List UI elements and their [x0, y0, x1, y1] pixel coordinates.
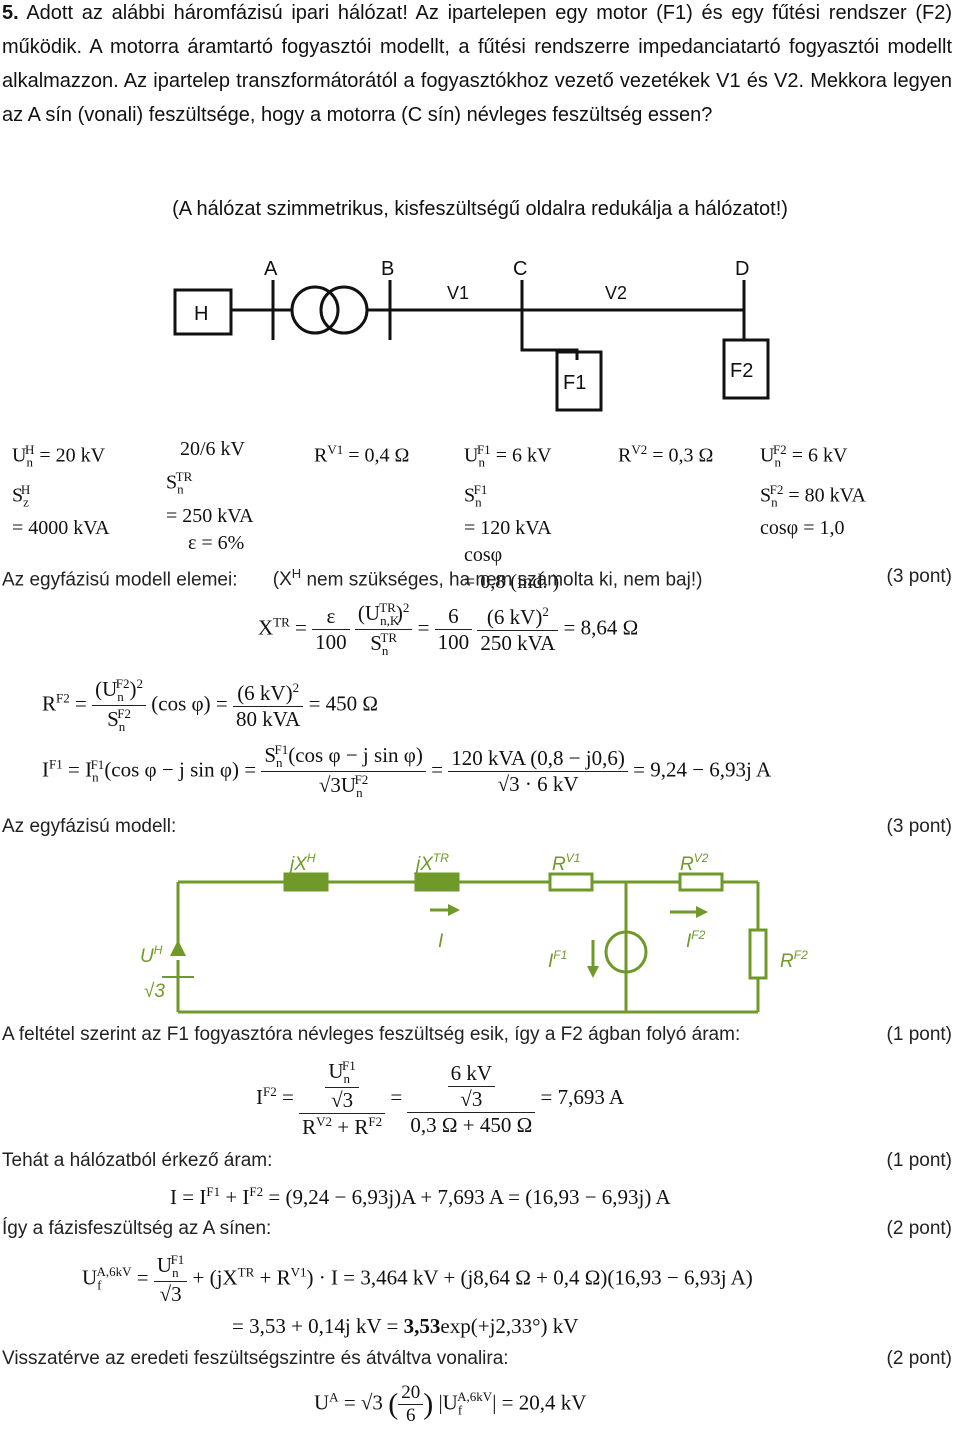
param-heater-f2: UnF2 = 6 kV SnF2 = 80 kVA cosφ = 1,0 [760, 442, 866, 540]
label-rv2: RV2 [680, 852, 709, 875]
problem-number: 5. [2, 2, 19, 24]
label-uh: UH [140, 943, 163, 967]
resistor-rv1 [548, 872, 594, 892]
generator-box-h [173, 288, 233, 336]
resistor-rv2 [678, 872, 724, 892]
label-sqrt3: √3 [144, 981, 165, 1002]
param-motor-f1: UnF1 = 6 kV SnF1 = 120 kVA cosφ = 0,8 (i… [464, 442, 560, 594]
points-model-elements: (3 pont) [886, 566, 952, 587]
points-line-voltage: (2 pont) [886, 1348, 952, 1369]
section-model-elements: Az egyfázisú modell elemei: (XH nem szük… [2, 566, 703, 591]
box-label-f2: F2 [730, 360, 753, 382]
equation-uf-1: UfA,6kV = UnF1√3 + (jXTR + RV1) · I = 3,… [82, 1252, 753, 1307]
problem-body: Adott az alábbi háromfázisú ipari hálóza… [2, 2, 953, 126]
label-if1: IF1 [548, 948, 567, 972]
reactance-xtr [414, 872, 460, 892]
label-xtr: jXTR [413, 852, 449, 875]
label-if2: IF2 [686, 928, 706, 952]
label-rv1: RV1 [552, 852, 580, 875]
param-transformer: 20/6 kV SnTR = 250 kVA ε = 6% [166, 438, 254, 554]
points-single-phase-model: (3 pont) [886, 816, 952, 837]
problem-text: 5. Adott az alábbi háromfázisú ipari hál… [2, 0, 952, 132]
section-line-voltage: Visszatérve az eredeti feszültségszintre… [2, 1348, 509, 1369]
label-i: I [438, 931, 444, 952]
param-line-v2: RV2 = 0,3 Ω [618, 442, 714, 467]
network-diagram: A B C D V1 V2 H F1 F2 [173, 258, 770, 412]
points-phase-voltage: (2 pont) [886, 1218, 952, 1239]
label-xh: jXH [287, 852, 316, 875]
param-generator: UnH = 20 kV SzH = 4000 kVA [12, 442, 110, 540]
section-total-current: Tehát a hálózatból érkező áram: [2, 1150, 273, 1171]
line-label-v2: V2 [605, 283, 627, 303]
reactance-xh [283, 872, 329, 892]
consumer-box-f1 [555, 350, 603, 412]
points-f2-current: (1 pont) [886, 1024, 952, 1045]
line-label-v1: V1 [447, 283, 469, 303]
problem-hint: (A hálózat szimmetrikus, kisfeszültségű … [172, 198, 788, 220]
equation-i-total: I = IF1 + IF2 = (9,24 − 6,93j)A + 7,693 … [170, 1184, 671, 1209]
equation-if1: IF1 = InF1(cos φ − j sin φ) = SnF1(cos φ… [42, 742, 772, 801]
box-label-h: H [194, 303, 208, 325]
points-total-current: (1 pont) [886, 1150, 952, 1171]
section-f2-current: A feltétel szerint az F1 fogyasztóra név… [2, 1024, 741, 1045]
bus-label-d: D [735, 258, 749, 280]
box-label-f1: F1 [563, 372, 586, 394]
bus-label-a: A [264, 258, 278, 280]
equation-uf-2: = 3,53 + 0,14j kV = 3,53exp(+j2,33°) kV [232, 1314, 579, 1338]
bus-label-b: B [381, 258, 394, 280]
bus-label-c: C [513, 258, 527, 280]
resistor-rf2 [748, 928, 768, 980]
consumer-box-f2 [722, 338, 770, 400]
param-line-v1: RV1 = 0,4 Ω [314, 442, 410, 467]
transformer-icon [290, 285, 340, 335]
section-phase-voltage: Így a fázisfeszültség az A sínen: [2, 1218, 272, 1239]
label-rf2: RF2 [780, 948, 808, 972]
circuit-diagram: jXH jXTR RV1 RV2 UH √3 I IF1 IF2 RF2 [140, 852, 808, 1014]
section-single-phase-model: Az egyfázisú modell: [2, 816, 177, 837]
